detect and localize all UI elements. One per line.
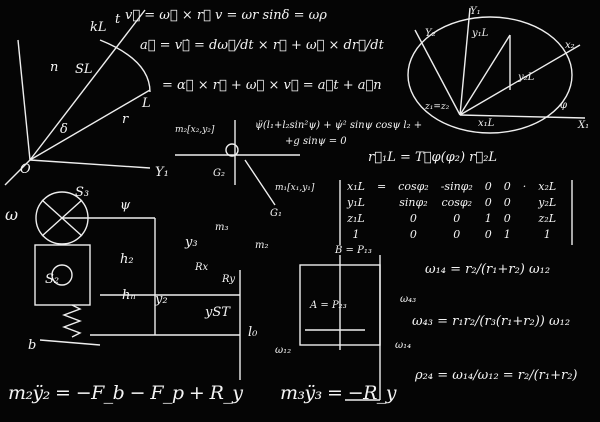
label-SL: SL (75, 62, 93, 77)
formula-dynamics-2: m₃ÿ₃ = −R_y (280, 382, 396, 404)
label-phi: φ (560, 100, 568, 111)
label-b: b (28, 338, 37, 353)
label-m3: m₃ (215, 222, 229, 233)
label-h2: h₂ (120, 252, 134, 267)
label-Rx: Rx (195, 262, 209, 273)
label-omega: ω (5, 205, 19, 224)
label-O: O (20, 162, 31, 177)
label-psi: ψ (120, 198, 131, 213)
formula-omega43: ω₄₃ = r₁r₂/(r₃(r₁+r₂)) ω₁₂ (412, 314, 571, 329)
label-L: L (142, 96, 151, 111)
label-y1L: y₁L (472, 28, 489, 39)
formula-transform: r⃗₁L = T⃗φ(φ₂) r⃗₂L (368, 150, 498, 165)
formula-rho24: ρ₂₄ = ω₁₄/ω₁₂ = r₂/(r₁+r₂) (415, 368, 578, 383)
label-A: A = P₂₃ (310, 300, 347, 311)
formula-pendulum-2: +g sinψ = 0 (285, 136, 347, 147)
formula-velocity: v⃗ = ω⃗ × r⃗ v = ωr sinδ = ωρ (125, 8, 327, 23)
label-w14: ω₁₄ (395, 340, 412, 351)
label-B: B = P₁₃ (335, 245, 372, 256)
label-y2: y₂ (155, 292, 168, 307)
label-kL: kL (90, 20, 107, 35)
label-y2L: y₂L (518, 72, 535, 83)
formula-acceleration-1: a⃗ = v⃗̇ = dω⃗/dt × r⃗ + ω⃗ × dr⃗/dt (140, 38, 384, 53)
label-G2: G₂ (213, 168, 225, 179)
label-G1: G₁ (270, 208, 282, 219)
label-m2-lower: m₂ (255, 240, 269, 251)
label-w12: ω₁₂ (275, 345, 292, 356)
label-X1: X₁ (578, 120, 590, 131)
label-S2: S₂ (45, 272, 60, 287)
label-x1L: x₁L (478, 118, 495, 129)
label-delta: δ (60, 122, 68, 137)
label-m2: m₂[x₂,y₂] (175, 125, 215, 135)
label-Ry: Ry (222, 274, 236, 285)
label-r: r (122, 112, 129, 127)
label-Y1-ellipse: Y₁ (470, 6, 481, 17)
label-w43: ω₄₃ (400, 294, 417, 305)
formula-pendulum-1: ψ̈(l₁+l₂sin²ψ) + ψ̇² sinψ cosψ l₂ + (255, 120, 423, 131)
label-m1: m₁[x₁,y₁] (275, 183, 315, 193)
label-z: z₁=z₂ (425, 102, 450, 112)
label-S3: S₃ (75, 185, 90, 200)
label-x2: x₂ (565, 40, 575, 51)
formula-dynamics-1: m₂ÿ₂ = −F_b − F_p + R_y (8, 382, 243, 404)
formula-acceleration-2: = α⃗ × r⃗ + ω⃗ × v⃗ = a⃗t + a⃗n (162, 78, 382, 93)
label-l0: l₀ (248, 325, 258, 340)
label-Y2: Y₂ (425, 28, 436, 39)
label-yST: yST (205, 305, 230, 320)
formula-omega14: ω₁₄ = r₂/(r₁+r₂) ω₁₂ (425, 262, 551, 277)
label-y3: y₃ (185, 235, 198, 250)
label-n: n (50, 60, 59, 75)
label-Y1: Y₁ (155, 165, 169, 180)
label-hn: hₙ (122, 288, 136, 303)
label-t: t (115, 12, 121, 27)
